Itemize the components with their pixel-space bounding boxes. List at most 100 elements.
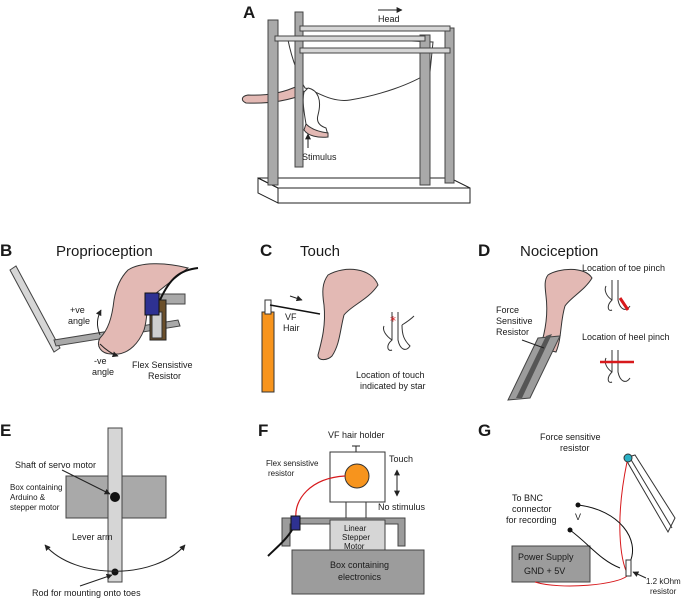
panel-g: G Force sensitive resistor To BNC connec… xyxy=(478,421,681,596)
vf-holder xyxy=(264,299,272,315)
panel-c-letter: C xyxy=(260,241,272,260)
power-supply xyxy=(511,545,591,583)
rod-pointer xyxy=(79,573,113,587)
pos-angle-arrow xyxy=(95,309,102,336)
head-label: Head xyxy=(378,14,400,24)
paw-sketch-toe xyxy=(604,280,631,311)
fsr-g-l2: resistor xyxy=(560,443,590,453)
vf-label-l1: VF xyxy=(285,312,297,322)
panel-b-letter: B xyxy=(0,241,12,260)
neg-angle-arrow xyxy=(99,343,119,358)
bnc-l3: for recording xyxy=(506,515,557,525)
pos-angle-l2: angle xyxy=(68,316,90,326)
top-rail-front xyxy=(274,35,426,42)
flex-sensor-strip xyxy=(151,311,163,339)
heel-pinch-label: Location of heel pinch xyxy=(582,332,670,342)
forceps-g-line xyxy=(629,457,673,529)
leg-d xyxy=(539,268,593,353)
motor-l3: Motor xyxy=(344,542,365,551)
stepper-motor xyxy=(329,519,386,551)
fsr-l2: Sensitive xyxy=(496,316,533,326)
v-label: V xyxy=(575,512,581,522)
panel-a: A Head Stimulus xyxy=(241,3,471,204)
holder-label: VF hair holder xyxy=(328,430,385,440)
paw-sketch-heel xyxy=(604,350,631,383)
panel-g-letter: G xyxy=(478,421,491,440)
flex-l2: resistor xyxy=(268,469,295,478)
shaft-pointer xyxy=(61,469,111,495)
flex-cable xyxy=(267,529,293,557)
touch-loc-l2: indicated by star xyxy=(360,381,426,391)
bnc-l1: To BNC xyxy=(512,493,544,503)
bnc-l2: connector xyxy=(512,504,552,514)
lever-label: Lever arm xyxy=(72,532,113,542)
flex-l1: Flex sensistive xyxy=(266,459,319,468)
panel-b-title: Proprioception xyxy=(56,243,153,260)
motor-l2: Stepper xyxy=(342,533,370,542)
vf-label-l2: Hair xyxy=(283,323,300,333)
power-l1: Power Supply xyxy=(518,552,574,562)
panel-d-title: Nociception xyxy=(520,243,598,260)
toe-pinch-label: Location of toe pinch xyxy=(582,263,665,273)
forceps-d-inner xyxy=(516,334,552,398)
motor-l1: Linear xyxy=(344,524,367,533)
neg-angle-l1: -ve xyxy=(94,356,107,366)
resistor-pointer xyxy=(632,571,647,579)
resistor-l1: 1.2 kOhm xyxy=(646,577,681,586)
sensor-cable xyxy=(159,267,199,301)
panel-d-letter: D xyxy=(478,241,490,260)
top-rail-back xyxy=(299,25,451,32)
side-board xyxy=(9,265,61,353)
panel-c-title: Touch xyxy=(300,243,340,260)
box-label-l2: Arduino & xyxy=(10,493,46,502)
shaft-label: Shaft of servo motor xyxy=(15,460,96,470)
panel-e-letter: E xyxy=(0,421,11,440)
no-stim-label: No stimulus xyxy=(378,502,426,512)
panel-b: B Proprioception +ve angle -ve angle Fle… xyxy=(0,241,199,381)
vf-arrow xyxy=(289,295,303,302)
fsr-g-l1: Force sensitive xyxy=(540,432,601,442)
leg-c xyxy=(317,268,379,361)
panel-f-letter: F xyxy=(258,421,268,440)
post-back-left xyxy=(267,19,279,186)
vf-bar xyxy=(261,311,275,393)
touch-star: * xyxy=(390,314,396,328)
power-l2: GND + 5V xyxy=(524,566,565,576)
apparatus-base xyxy=(257,177,471,204)
electronics-l2: electronics xyxy=(338,572,382,582)
neg-angle-l2: angle xyxy=(92,367,114,377)
post-front-right xyxy=(419,34,431,186)
box-label-l1: Box containing xyxy=(10,483,62,492)
toe-pinch-mark xyxy=(618,297,630,311)
panel-e: E Shaft of servo motor Box containing Ar… xyxy=(0,421,186,598)
fsr-pointer xyxy=(521,339,545,349)
panel-a-letter: A xyxy=(243,3,255,22)
flex-wire xyxy=(295,475,346,519)
post-back-inner xyxy=(294,11,304,168)
lever-swing-arc xyxy=(44,544,186,572)
fsr-l1: Force xyxy=(496,305,519,315)
resistor-l2: resistor xyxy=(650,587,677,596)
touch-loc-l1: Location of touch xyxy=(356,370,425,380)
vf-hair xyxy=(269,304,321,315)
paw-sketch-c xyxy=(383,312,415,351)
stimulus-label: Stimulus xyxy=(302,152,337,162)
mount-rod xyxy=(111,568,119,576)
panel-f: F VF hair holder Touch No stimulus Linea… xyxy=(258,421,426,595)
sensor-label-l1: Flex Sensistive xyxy=(132,360,193,370)
panel-c: C Touch VF Hair * Location of touch indi… xyxy=(260,241,426,393)
panel-d: D Nociception Force Sensitive Resistor L… xyxy=(478,241,670,401)
resistor-g xyxy=(625,559,632,577)
v-wire xyxy=(577,504,634,563)
pos-angle-l1: +ve xyxy=(70,305,85,315)
fsr-l3: Resistor xyxy=(496,327,529,337)
flex-clip xyxy=(290,515,301,531)
fsr-g-disc xyxy=(623,453,633,463)
lever-arm xyxy=(107,427,123,583)
bnc-wire xyxy=(569,529,621,569)
box-label-l3: stepper motor xyxy=(10,503,60,512)
touch-label: Touch xyxy=(389,454,413,464)
rail-mid xyxy=(299,47,451,54)
servo-shaft xyxy=(110,492,120,502)
